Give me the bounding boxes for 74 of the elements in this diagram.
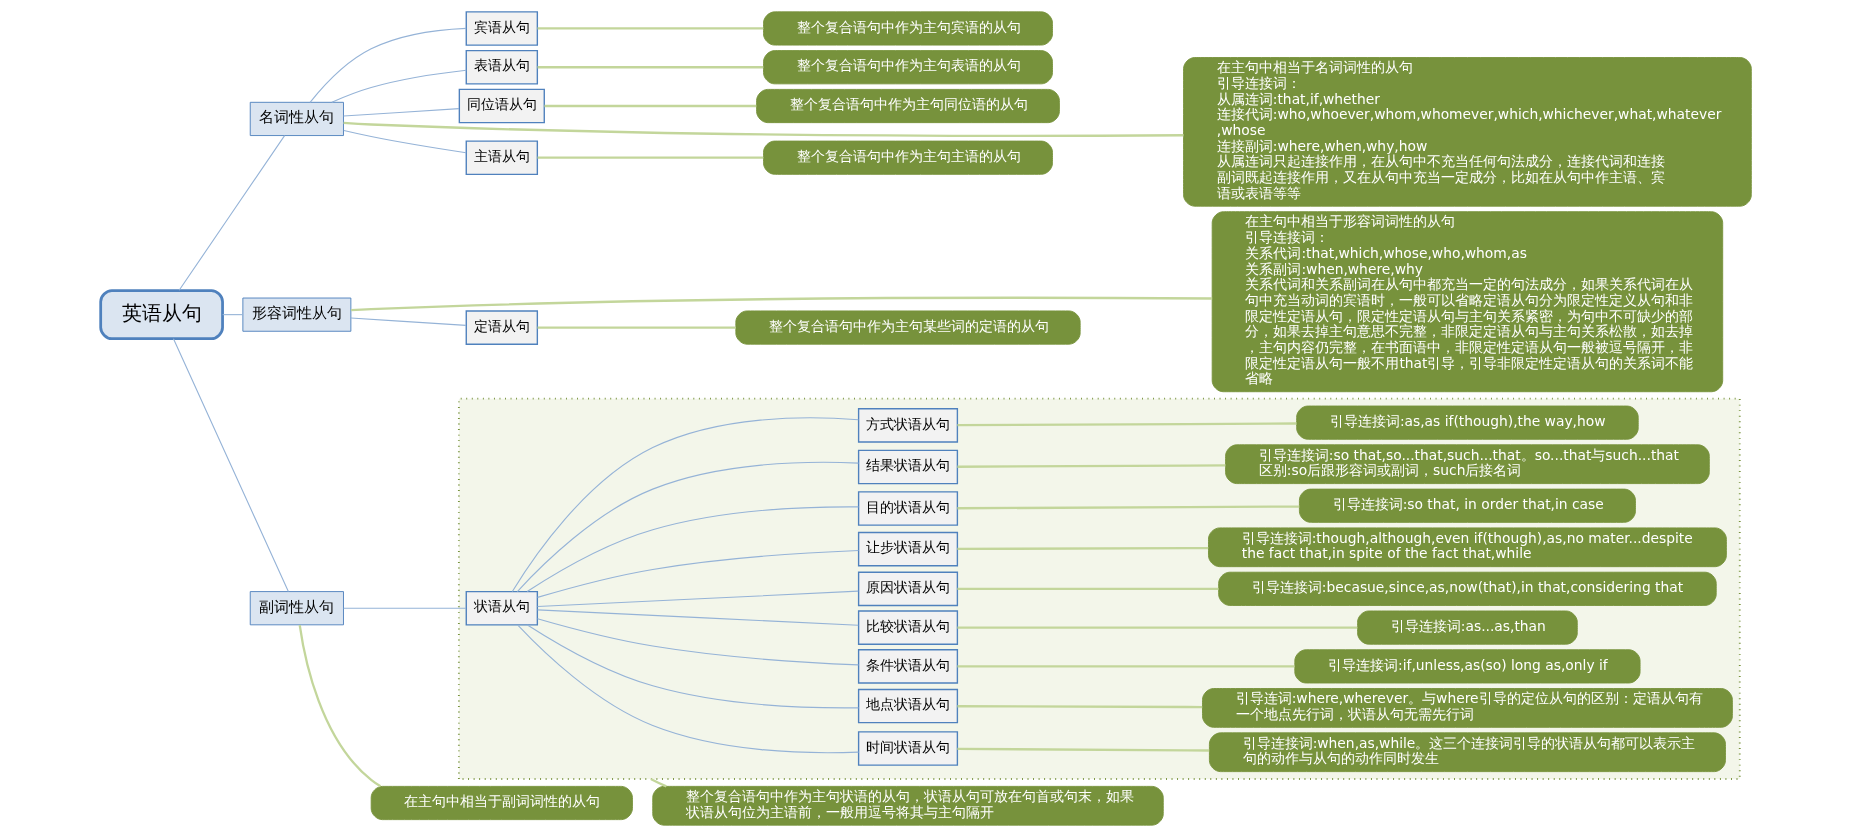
node-box: 宾语从句	[465, 11, 539, 46]
connector	[957, 505, 1300, 510]
connector	[517, 624, 860, 754]
connector	[537, 618, 860, 666]
node-box: 引导连接词:if,unless,as(so) long as,only if	[1294, 649, 1641, 684]
node-box: 副词性从句	[249, 591, 344, 626]
connector	[537, 27, 764, 30]
connector	[957, 665, 1295, 668]
connector	[309, 27, 467, 103]
node-box: 在主句中相当于副词词性的从句	[370, 785, 633, 821]
node-box: 在主句中相当于形容词词性的从句 引导连接词： 关系代词:that,which,whose,who,whom,as 关系副词:when,where,why 关系代词和关系副词在从句中都充当一定的句法成分，如果关系代词在从句中充当动词的宾语时，一般可以省略定语从句分为限定性定义从句和非限定性定语从句，限定性定语从句与主句关系紧密，为句中不可缺少的部分，如果去掉主句意思不完整，非限定定语从句与主句关系松散，如去掉，主句内容仍完整，在书面语中，非限定性定语从句一般被逗号隔开，非限定性定语从句一般不用that引导，引导非限定性定语从句的关系词不能省略	[1211, 211, 1724, 393]
connector	[544, 104, 757, 108]
node-box: 方式状语从句	[857, 408, 959, 443]
connector	[537, 609, 859, 626]
connector	[537, 590, 859, 608]
connector	[650, 777, 667, 788]
node-box: 英语从句	[99, 289, 224, 341]
node-box: 引导连接词:becasue,since,as,now(that),in that,considering that	[1218, 571, 1717, 606]
connector	[343, 108, 460, 117]
node-box: 引导连接词:so that,so...that,such...that。so...that与such...that区别:so后跟形容词或副词，such后接名词	[1225, 444, 1710, 485]
node-box: 时间状语从句	[857, 731, 959, 766]
connector	[350, 317, 467, 326]
connector	[526, 506, 860, 593]
connector	[537, 156, 764, 159]
connector	[343, 121, 1184, 137]
connector	[957, 422, 1297, 427]
connector	[172, 338, 289, 593]
node-box: 结果状语从句	[857, 449, 959, 485]
node-box: 引导连接词:when,as,while。这三个连接词引导的状语从句都可以表示主句的动作与从句的动作同时发生	[1208, 732, 1726, 773]
node-box: 引导连词:where,wherever。与where引导的定位从句的区别：定语从句有一个地点先行词，状语从句无需先行词	[1202, 688, 1733, 728]
node-box: 状语从句	[465, 590, 539, 626]
connector	[351, 296, 1213, 312]
connector	[298, 624, 382, 788]
node-box: 地点状语从句	[857, 688, 959, 724]
connector	[957, 747, 1210, 752]
node-box: 整个复合语句中作为主句表语的从句	[763, 50, 1053, 85]
node-box: 整个复合语句中作为主句宾语的从句	[763, 11, 1053, 46]
connector	[516, 461, 860, 593]
connector	[536, 549, 860, 598]
node-box: 引导连接词:though,although,even if(though),as,no mater...despite the fact that,in spite of the fact that,while	[1208, 527, 1727, 568]
node-box: 定语从句	[465, 310, 539, 345]
node-box: 引导连接词:so that, in order that,in case	[1298, 488, 1636, 523]
node-box: 引导连接词:as...as,than	[1357, 610, 1578, 645]
cluster	[457, 397, 1741, 780]
connector	[526, 624, 860, 709]
node-box: 整个复合语句中作为主句某些词的定语的从句	[735, 310, 1081, 345]
node-box: 条件状语从句	[857, 649, 959, 684]
connector	[957, 587, 1219, 590]
node-box: 整个复合语句中作为主句主语的从句	[763, 140, 1053, 175]
node-box: 主语从句	[465, 140, 539, 175]
connector	[957, 547, 1209, 551]
node-box: 比较状语从句	[857, 610, 959, 645]
node-box: 原因状语从句	[857, 571, 959, 607]
connector	[537, 326, 736, 329]
node-box: 同位语从句	[458, 88, 545, 124]
connector	[343, 607, 467, 609]
connector	[222, 314, 244, 316]
node-box: 在主句中相当于名词词性的从句 引导连接词： 从属连词:that,if,whether 连接代词:who,whoever,whom,whomever,which,whichever,what,whatever,whose 连接副词:where,when,why,how 从属连词只起连接作用，在从句中不充当任何句法成分，连接代词和连接副词既起连接作用，又在从句中充当一定成分，比如在从句中作主语、宾语或表语等等	[1183, 57, 1752, 207]
node-box: 整个复合语句中作为主句同位语的从句	[756, 88, 1060, 124]
connector	[957, 626, 1358, 629]
connector	[343, 129, 467, 154]
node-box: 引导连接词:as,as if(though),the way,how	[1296, 405, 1639, 440]
connector	[178, 135, 286, 291]
node-box: 表语从句	[465, 49, 539, 85]
node-box: 形容词性从句	[242, 297, 352, 332]
connector	[511, 417, 859, 593]
node-box: 目的状语从句	[857, 491, 959, 526]
node-box: 整个复合语句中作为主句状语的从句，状语从句可放在句首或句末，如果状语从句位为主语前，一般用逗号将其与主句隔开	[652, 785, 1164, 826]
connector	[331, 69, 467, 103]
connector	[957, 705, 1203, 709]
connector	[957, 464, 1226, 468]
node-box: 让步状语从句	[857, 531, 959, 567]
connector	[537, 66, 764, 69]
node-box: 名词性从句	[249, 101, 344, 136]
